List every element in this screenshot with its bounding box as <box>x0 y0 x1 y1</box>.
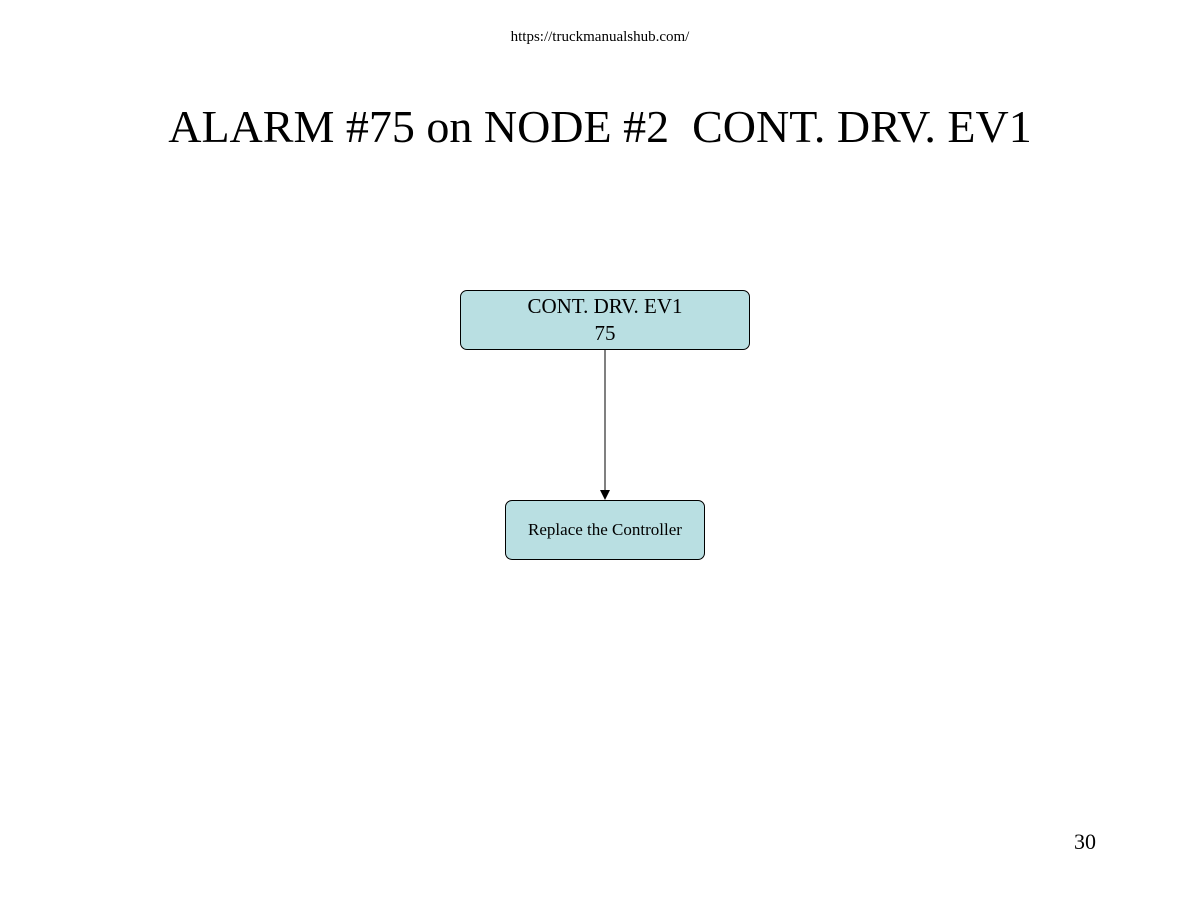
source-url: https://truckmanualshub.com/ <box>510 29 690 45</box>
alarm-node-code: 75 <box>594 321 616 345</box>
action-node-label: Replace the Controller <box>528 520 682 539</box>
action-node: Replace the Controller <box>505 500 705 560</box>
alarm-node-label: CONT. DRV. EV1 <box>527 294 683 318</box>
arrowhead-icon <box>600 490 610 500</box>
page-title: ALARM #75 on NODE #2 CONT. DRV. EV1 <box>168 101 1032 152</box>
alarm-node: CONT. DRV. EV1 75 <box>460 290 750 350</box>
page-number: 30 <box>1074 829 1096 854</box>
